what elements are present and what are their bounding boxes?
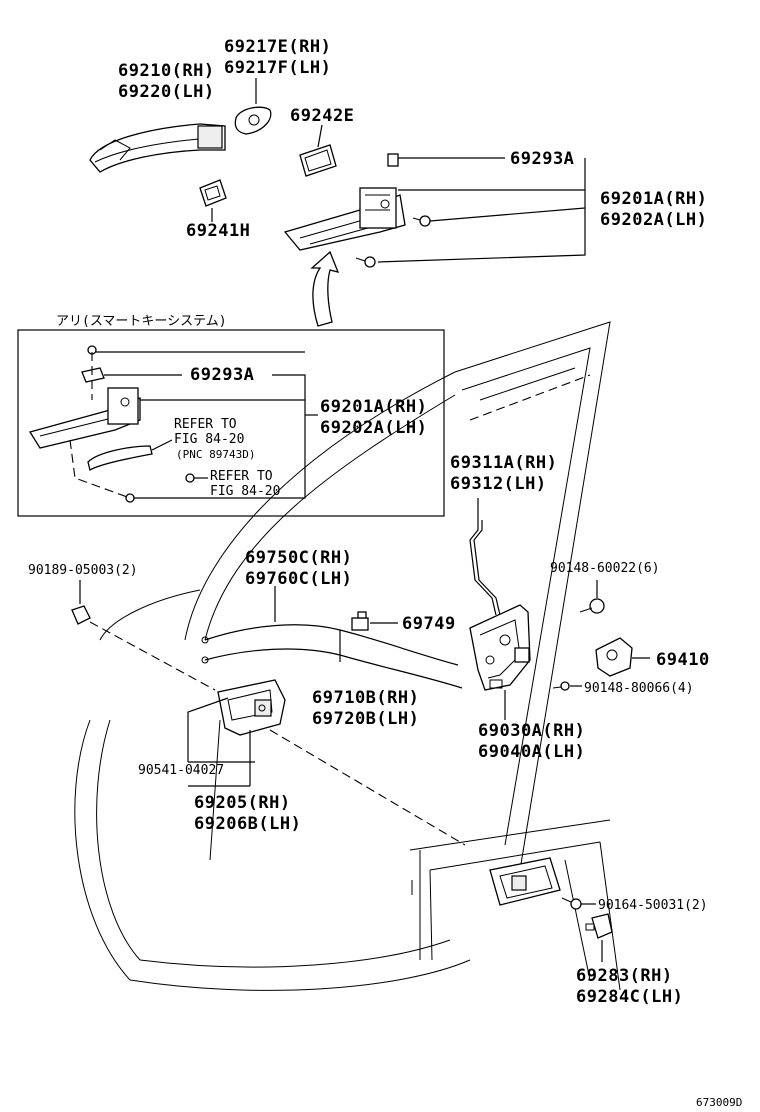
clip-icon (387, 153, 399, 167)
label-69217-rh: 69217E(RH) (224, 37, 331, 57)
label-69030a-rh: 69030A(RH) (478, 721, 585, 741)
direction-arrow (310, 250, 340, 327)
striker-icon (595, 637, 633, 677)
cable-icon (201, 624, 463, 689)
lock-assembly-icon (469, 604, 531, 691)
clip-left-icon (71, 605, 91, 625)
label-69750c-rh: 69750C(RH) (245, 548, 352, 568)
handle-pad-icon (299, 144, 337, 177)
label-69283-rh: 69283(RH) (576, 966, 673, 986)
label-69710b-lh: 69720B(LH) (312, 709, 419, 729)
label-69201a-top-lh: 69202A(LH) (600, 210, 707, 230)
cover-bottom-icon (585, 913, 613, 939)
label-90541: 90541-04027 (138, 763, 224, 778)
door-outline (74, 321, 621, 991)
label-69210-lh: 69220(LH) (118, 82, 215, 102)
door-inner-handle-icon (489, 857, 561, 906)
handle-cover-icon (234, 106, 272, 135)
refer2-line2: FIG 84-20 (210, 484, 280, 499)
label-69750c-lh: 69760C(LH) (245, 569, 352, 589)
cable-clip-icon (351, 611, 369, 631)
inside-handle-icon (217, 679, 286, 736)
label-69030a-lh: 69040A(LH) (478, 742, 585, 762)
inset-box (17, 329, 445, 517)
label-90164: 90164-50031(2) (598, 898, 708, 913)
lock-rod-icon (469, 520, 501, 616)
handle-pad-small-icon (199, 179, 227, 207)
label-90189: 90189-05003(2) (28, 563, 138, 578)
screw-bottom-icon (561, 897, 582, 910)
outside-handle-icon (89, 123, 226, 173)
label-69210-rh: 69210(RH) (118, 61, 215, 81)
label-69710b-rh: 69710B(RH) (312, 688, 419, 708)
label-69217-lh: 69217F(LH) (224, 58, 331, 78)
label-69410: 69410 (656, 650, 710, 670)
refer1-line3: (PNC 89743D) (176, 448, 255, 461)
label-69293a-inset: 69293A (190, 365, 254, 385)
inset-title: アリ(スマートキーシステム) (56, 314, 227, 329)
label-90148-60022: 90148-60022(6) (550, 561, 660, 576)
label-69201a-top-rh: 69201A(RH) (600, 189, 707, 209)
refer1-line2: FIG 84-20 (174, 432, 244, 447)
label-69283-lh: 69284C(LH) (576, 987, 683, 1007)
label-90148-80066: 90148-80066(4) (584, 681, 694, 696)
leader-69242E (317, 124, 323, 148)
label-69311a-lh: 69312(LH) (450, 474, 547, 494)
handle-frame-icon (283, 187, 406, 251)
screw-right-icon (552, 598, 605, 691)
label-69311a-rh: 69311A(RH) (450, 453, 557, 473)
label-69241h: 69241H (186, 221, 250, 241)
inset-frame-icon (28, 345, 195, 503)
label-69242e: 69242E (290, 106, 354, 126)
label-69205-lh: 69206B(LH) (194, 814, 301, 834)
refer1-line1: REFER TO (174, 417, 237, 432)
label-69205-rh: 69205(RH) (194, 793, 291, 813)
label-69201a-inset-lh: 69202A(LH) (320, 418, 427, 438)
label-69201a-inset-rh: 69201A(RH) (320, 397, 427, 417)
screw-icon (355, 215, 431, 268)
label-69749: 69749 (402, 614, 456, 634)
refer2-line1: REFER TO (210, 469, 273, 484)
label-69293a-top: 69293A (510, 149, 574, 169)
figure-code: 673009D (696, 1096, 742, 1109)
